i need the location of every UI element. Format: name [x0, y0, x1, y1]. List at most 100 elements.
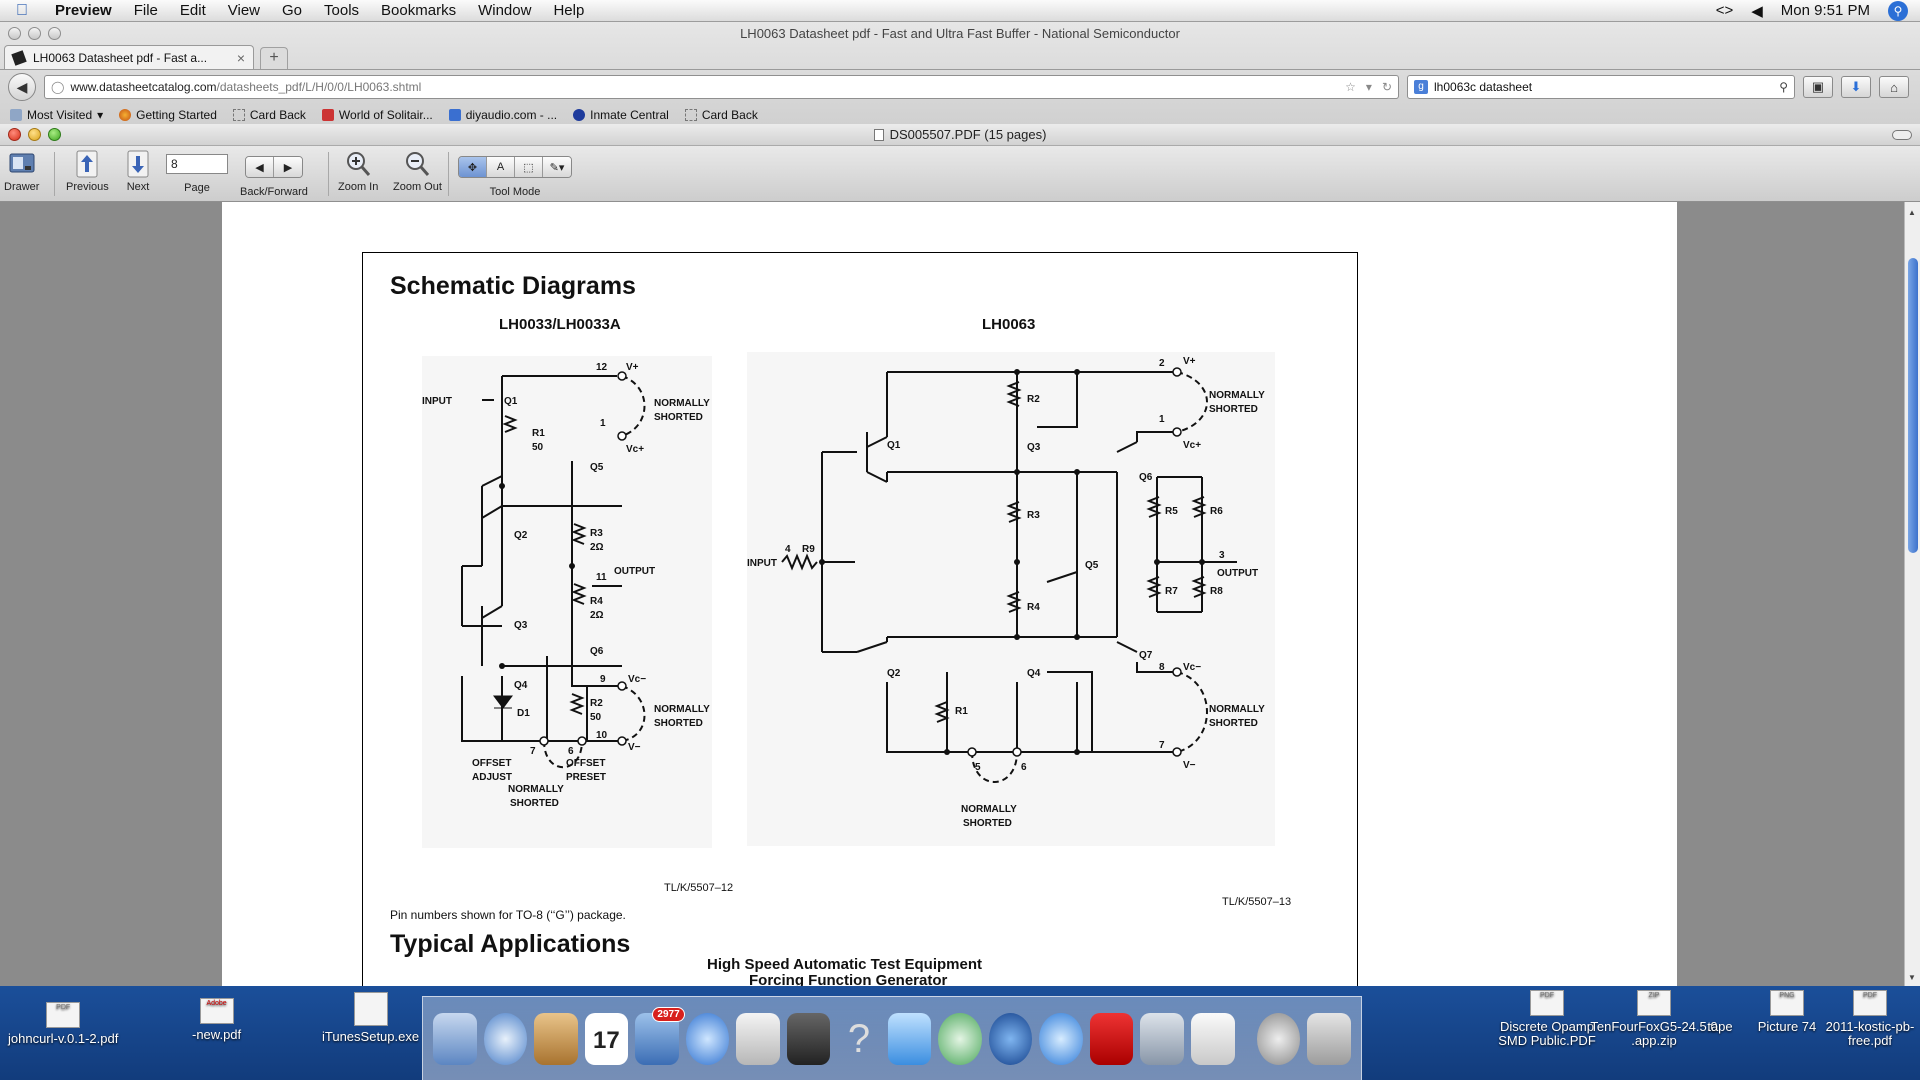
downloads-icon[interactable]: ⬇ [1841, 76, 1871, 98]
ical-icon[interactable]: 17 [584, 1012, 629, 1065]
desktop-file-discrete-opamp[interactable]: PDF Discrete Opamp SMD Public.PDF [1492, 990, 1602, 1048]
system-preferences-icon[interactable] [736, 1012, 780, 1065]
bookmark-card-back[interactable]: Card Back [232, 108, 306, 122]
screenshot-tool-icon[interactable]: ▣ [1803, 76, 1833, 98]
dock: 17 2977 ? [422, 996, 1362, 1080]
menu-bookmarks[interactable]: Bookmarks [381, 1, 457, 19]
scroll-down-icon[interactable]: ▼ [1908, 973, 1916, 982]
scroll-thumb[interactable] [1908, 258, 1918, 553]
page-number-input[interactable]: 8 [166, 154, 228, 174]
schematic-diagrams-heading: Schematic Diagrams [390, 272, 636, 300]
shorted-label: SHORTED [1209, 404, 1258, 415]
safari-icon[interactable] [483, 1012, 528, 1065]
pin11-label: 11 [596, 572, 607, 583]
trash-icon[interactable] [1307, 1012, 1351, 1065]
bookmark-diyaudio[interactable]: diyaudio.com - ... [448, 108, 557, 122]
zoom-in-button[interactable]: Zoom In [338, 150, 378, 193]
new-tab-button[interactable]: + [260, 47, 288, 69]
desktop-file-itunessetup[interactable]: iTunesSetup.exe [322, 992, 419, 1044]
word-app-icon[interactable] [887, 1012, 932, 1065]
mail-icon[interactable]: 2977 [635, 1006, 685, 1065]
tab-close-icon[interactable]: × [236, 49, 245, 66]
ichat-icon[interactable] [685, 1012, 730, 1065]
menu-edit[interactable]: Edit [179, 1, 206, 19]
finder-icon[interactable] [433, 1012, 477, 1065]
desktop-file-johncurl[interactable]: PDF johncurl-v.0.1-2.pdf [8, 1002, 118, 1046]
url-dropdown-icon[interactable]: ▾ [1365, 80, 1372, 94]
firefox-dock-icon[interactable] [988, 1012, 1033, 1065]
textedit-icon[interactable] [1190, 1012, 1235, 1065]
lh0063-schematic: INPUT 4 R9 Q1 Q2 Q3 Q4 Q5 Q6 Q7 R1 R2 R3… [747, 352, 1275, 846]
toolbar-toggle-button[interactable] [1892, 129, 1912, 140]
volume-icon[interactable]: ◀ [1751, 2, 1763, 20]
url-bar[interactable]: ◯ www.datasheetcatalog.com/datasheets_pd… [44, 75, 1399, 99]
drawer-button[interactable]: Drawer [4, 150, 39, 193]
previous-button[interactable]: Previous [66, 150, 109, 193]
search-bar[interactable]: g lh0063c datasheet ⚲ [1407, 75, 1795, 99]
browser-tab[interactable]: LH0063 Datasheet pdf - Fast a... × [4, 45, 254, 69]
google-engine-icon[interactable]: g [1414, 80, 1428, 94]
search-icon[interactable]: ⚲ [1779, 80, 1788, 94]
reload-icon[interactable]: ↻ [1381, 80, 1392, 94]
menu-file[interactable]: File [133, 1, 158, 19]
bookmark-label: World of Solitair... [338, 108, 433, 122]
itunes-icon[interactable] [938, 1012, 982, 1065]
minimize-window-icon[interactable] [28, 26, 41, 40]
zoom-window-icon[interactable] [48, 26, 61, 40]
acrobat-icon[interactable] [1089, 1012, 1134, 1065]
zoom-out-button[interactable]: Zoom Out [393, 150, 442, 193]
menu-go[interactable]: Go [282, 1, 303, 19]
move-tool-icon[interactable]: ✥ [459, 157, 487, 177]
back-arrow-icon[interactable]: ◀ [245, 157, 274, 177]
r5-label: R5 [1165, 506, 1178, 517]
file-label: tape [1707, 1019, 1733, 1034]
menubar-clock[interactable]: Mon 9:51 PM [1780, 2, 1870, 19]
menu-tools[interactable]: Tools [324, 1, 360, 19]
desktop-file-kostic[interactable]: PDF 2011-kostic-pb-free.pdf [1822, 990, 1918, 1048]
bookmark-inmate-central[interactable]: Inmate Central [573, 108, 669, 122]
search-input[interactable]: lh0063c datasheet [1434, 80, 1533, 94]
menu-window[interactable]: Window [478, 1, 532, 19]
pin12-label: 12 [596, 362, 608, 373]
bookmark-getting-started[interactable]: Getting Started [119, 108, 217, 122]
desktop-file-tenfourfox[interactable]: ZIP TenFourFoxG5-24.5.0 .app.zip [1584, 990, 1724, 1048]
shorted-label-2: SHORTED [654, 718, 703, 729]
script-menu-icon[interactable]: <> [1715, 2, 1734, 19]
downloads-stack-icon[interactable] [1256, 1012, 1301, 1065]
menu-app-name[interactable]: Preview [55, 1, 112, 19]
vertical-scrollbar[interactable]: ▲ ▼ [1904, 202, 1920, 986]
preview-app-icon[interactable] [1140, 1012, 1184, 1065]
scroll-up-icon[interactable]: ▲ [1908, 208, 1916, 217]
printer-icon[interactable] [786, 1012, 831, 1065]
apple-menu-icon[interactable]:  [0, 2, 44, 20]
bookmark-most-visited[interactable]: Most Visited▾ [10, 108, 103, 122]
text-tool-icon[interactable]: A [487, 157, 515, 177]
bookmark-card-back-2[interactable]: Card Back [684, 108, 758, 122]
document-viewport[interactable]: Schematic Diagrams LH0033/LH0033A LH0063 [0, 202, 1920, 986]
quicktime-icon[interactable] [1039, 1012, 1083, 1065]
minimize-window-icon[interactable] [28, 128, 41, 141]
menu-help[interactable]: Help [553, 1, 585, 19]
desktop-file-tape[interactable]: tape [1700, 1020, 1740, 1034]
shorted-label-2: SHORTED [1209, 718, 1258, 729]
annotate-tool-icon[interactable]: ✎▾ [543, 157, 571, 177]
page-label: Page [184, 182, 210, 194]
forward-arrow-icon[interactable]: ▶ [273, 157, 302, 177]
address-book-icon[interactable] [534, 1012, 578, 1065]
bookmark-star-icon[interactable]: ☆ [1345, 80, 1356, 94]
next-button[interactable]: Next [124, 150, 152, 193]
close-window-icon[interactable] [8, 128, 21, 141]
menu-view[interactable]: View [227, 1, 260, 19]
desktop-file-new-pdf[interactable]: Adobe -new.pdf [192, 998, 241, 1042]
home-icon[interactable]: ⌂ [1879, 76, 1909, 98]
spotlight-icon[interactable]: ⚲ [1888, 0, 1908, 21]
zoom-window-icon[interactable] [48, 128, 61, 141]
desktop-file-picture74[interactable]: PNG Picture 74 [1752, 990, 1822, 1034]
help-icon[interactable]: ? [847, 1016, 871, 1061]
folder-icon [10, 109, 22, 121]
toolbar-divider [448, 152, 449, 196]
close-window-icon[interactable] [8, 26, 21, 40]
bookmark-world-of-solitaire[interactable]: World of Solitair... [321, 108, 433, 122]
back-button[interactable]: ◀ [8, 73, 36, 101]
select-tool-icon[interactable]: ⬚ [515, 157, 543, 177]
